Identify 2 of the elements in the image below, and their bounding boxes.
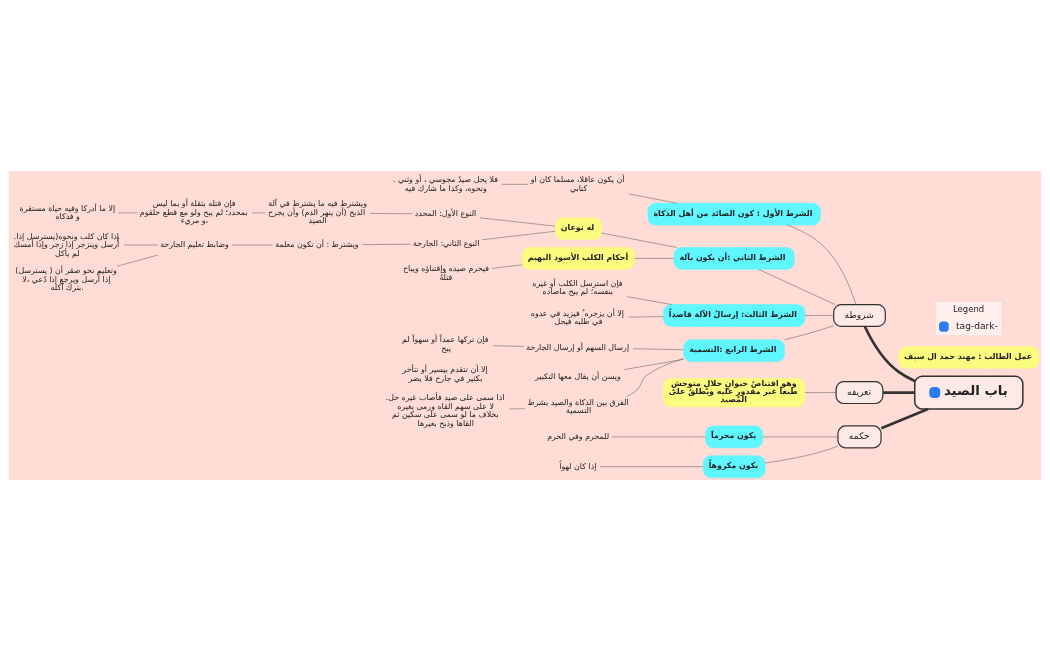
- label: Legend: [952, 303, 985, 314]
- legend-label: tag-dark-: [956, 320, 998, 331]
